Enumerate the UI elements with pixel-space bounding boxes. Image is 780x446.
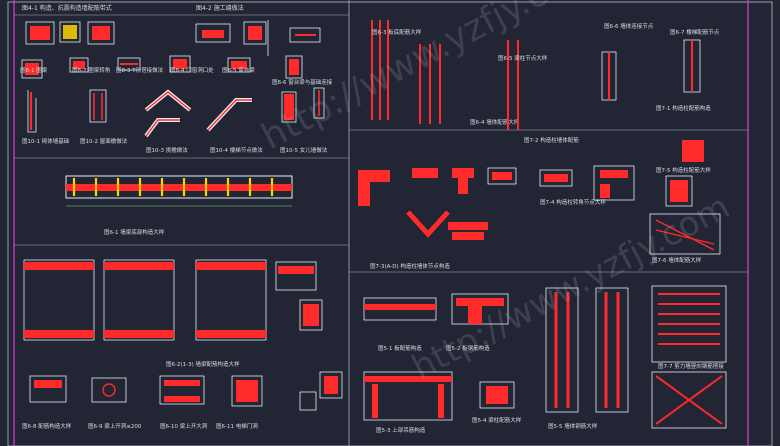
detail-7-3: 图7-3(A-D) 构造柱墙体节点构造: [370, 210, 488, 270]
label-7-6: 图7-6 墙体配筋大样: [652, 256, 702, 264]
detail-10-2: 图10-2 屋面檐做法: [80, 89, 128, 145]
detail-7-5: 图7-5 构造柱配筋大样: [656, 166, 711, 207]
label-7-7: 图7-7 剪力墙竖向钢筋搭接: [658, 362, 724, 370]
detail-8-4: 图8-4 门窗洞口处: [169, 55, 214, 74]
detail-7-6: 图7-6 墙体配筋大样: [649, 213, 721, 264]
label-4-2: 图4-2 施工缝做法: [196, 4, 244, 12]
label-4-1: 图4-1 构造、抗震构造墙配筋带式: [22, 4, 112, 12]
detail-5-4: 图5-4 梁柱配筋大样: [472, 381, 522, 424]
label-7-5: 图7-5 构造柱配筋大样: [656, 166, 711, 174]
detail-8-6: 图8-6 窗台梁与基础连接: [272, 55, 333, 86]
detail-4-2: 图4-2 施工缝做法: [195, 4, 321, 56]
label-7-2: 图7-2 构造柱墙体配筋: [524, 136, 579, 144]
detail-6-8: 图6-8 配筋构造大样: [22, 375, 72, 430]
label-10-4: 图10-4 楼梯节点做法: [210, 146, 263, 154]
label-6-9: 图6-9 梁上开洞≤200: [88, 422, 142, 430]
label-5-1: 图5-1 板配筋构造: [378, 344, 422, 352]
label-10-1: 图10-1 砌体墙基础: [22, 137, 70, 145]
detail-7-2: 图7-2 构造柱墙体配筋: [358, 136, 579, 206]
label-8-5: 图8-5 窗台梁: [222, 66, 255, 74]
detail-8-5: 图8-5 窗台梁: [222, 57, 255, 74]
label-8-2: 图8-2 圈梁转角: [72, 66, 110, 74]
detail-7-7: 图7-7 剪力墙竖向钢筋搭接: [651, 285, 727, 429]
detail-10-3: 图10-3 挑檐做法: [144, 89, 192, 154]
detail-10-5: 图10-5 女儿墙做法: [280, 87, 328, 154]
detail-6-7: 图6-7 楼梯配筋节点: [670, 28, 720, 93]
label-6-1: 图6-1 墙梁底部构造大样: [104, 228, 165, 236]
label-6-2: 图6-2(1-3) 墙梁配筋构造大样: [166, 360, 240, 368]
detail-8-2: 图8-2 圈梁转角: [69, 57, 110, 74]
label-5-4: 图5-4 梁柱配筋大样: [472, 416, 522, 424]
label-10-3: 图10-3 挑檐做法: [146, 146, 188, 154]
detail-8-1: 图8-1 圈梁: [20, 59, 48, 79]
detail-5-3: 图5-3 上部吊筋构造: [363, 371, 453, 434]
label-6-8: 图6-8 配筋构造大样: [22, 422, 72, 430]
label-6-3: 图6-3 板底配筋大样: [372, 28, 422, 36]
label-8-1: 图8-1 圈梁: [20, 66, 48, 74]
detail-6-1-beam: 图6-1 墙梁底部构造大样: [65, 175, 293, 236]
label-7-1: 图7-1 构造柱配筋构造: [656, 104, 711, 112]
detail-7-1: 图7-1 构造柱配筋构造: [656, 104, 711, 162]
detail-6-6: 图6-6 墙体连接节点: [601, 22, 654, 101]
detail-5-2: 图5-2 板钢筋构造: [446, 293, 509, 352]
label-5-5: 图5-5 墙体钢筋大样: [548, 422, 598, 430]
label-6-6: 图6-6 墙体连接节点: [604, 22, 654, 30]
detail-6-4: 图6-4 墙体配筋大样: [419, 44, 520, 126]
label-8-6: 图8-6 窗台梁与基础连接: [272, 78, 333, 86]
detail-5-1: 图5-1 板配筋构造: [363, 297, 437, 352]
detail-8-3: 图8-3 T形搭接做法: [116, 57, 164, 74]
label-7-3: 图7-3(A-D) 构造柱墙体节点构造: [370, 262, 450, 270]
label-8-3: 图8-3 T形搭接做法: [116, 66, 164, 74]
detail-4-1: 图4-1 构造、抗震构造墙配筋带式: [22, 4, 115, 45]
label-8-4: 图8-4 门窗洞口处: [170, 66, 214, 74]
label-6-11: 图6-11 电梯门洞: [216, 422, 258, 430]
watermark-bottom: http://www.yzfjy.com: [405, 187, 736, 388]
label-6-7: 图6-7 楼梯配筋节点: [670, 28, 720, 36]
detail-10-4: 图10-4 楼梯节点做法: [206, 98, 263, 154]
detail-6-11: 图6-11 电梯门洞: [216, 371, 343, 430]
label-10-5: 图10-5 女儿墙做法: [280, 146, 328, 154]
detail-10-1: 图10-1 砌体墙基础: [22, 90, 70, 145]
label-10-2: 图10-2 屋面檐做法: [80, 137, 128, 145]
sheet-border: [7, 1, 773, 446]
label-5-2: 图5-2 板钢筋构造: [446, 344, 490, 352]
detail-6-9: 图6-9 梁上开洞≤200: [88, 377, 142, 430]
detail-6-2-panels: 图6-2(1-3) 墙梁配筋构造大样: [23, 259, 323, 368]
detail-6-5: 图6-5 梁柱节点大样: [498, 40, 548, 130]
detail-5-5: 图5-5 墙体钢筋大样: [545, 287, 629, 430]
detail-6-10: 图6-10 梁上开大洞: [159, 375, 208, 430]
label-6-4: 图6-4 墙体配筋大样: [470, 118, 520, 126]
label-6-5: 图6-5 梁柱节点大样: [498, 54, 548, 62]
label-6-10: 图6-10 梁上开大洞: [160, 422, 208, 430]
detail-7-4: 图7-4 构造柱转角节点大样: [539, 165, 635, 206]
detail-6-3: 图6-3 板底配筋大样: [371, 20, 422, 120]
label-7-4: 图7-4 构造柱转角节点大样: [540, 198, 606, 206]
label-5-3: 图5-3 上部吊筋构造: [376, 426, 426, 434]
